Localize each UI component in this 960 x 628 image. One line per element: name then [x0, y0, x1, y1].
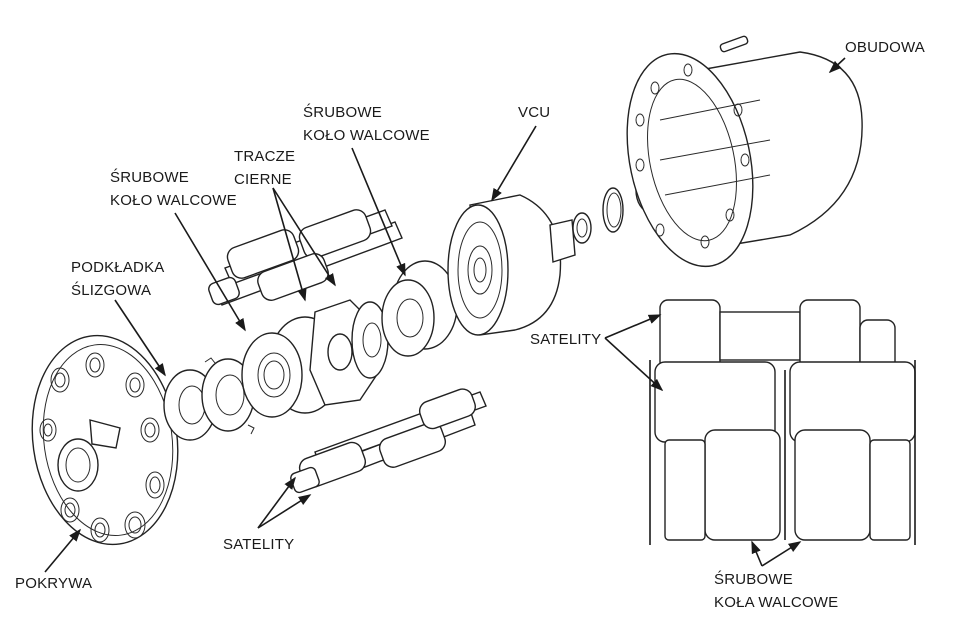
vcu-part [447, 167, 665, 336]
upper-planet-gears-part [208, 209, 403, 306]
label-side-gears-bottom-line1: ŚRUBOWE [714, 571, 793, 588]
label-planet-gears-right: SATELITY [530, 331, 602, 348]
label-cover: POKRYWA [15, 575, 93, 592]
thrust-washer-part [163, 357, 255, 441]
label-thrust-washer-line2: ŚLIZGOWA [71, 282, 152, 299]
label-thrust-washer-line1: PODKŁADKA [71, 259, 165, 276]
label-side-gear-top-line2: KOŁO WALCOWE [303, 127, 430, 144]
label-vcu: VCU [518, 104, 551, 121]
label-side-gear-left-line1: ŚRUBOWE [110, 169, 189, 186]
side-gear-right-part [381, 260, 458, 357]
label-side-gear-top-line1: ŚRUBOWE [303, 104, 382, 121]
housing-part [626, 35, 863, 268]
label-planet-gears-bottom: SATELITY [223, 536, 295, 553]
lower-planet-gears-part [290, 388, 487, 494]
label-side-gear-left-line2: KOŁO WALCOWE [110, 192, 237, 209]
label-side-gears-bottom-line2: KOŁA WALCOWE [714, 594, 839, 611]
gear-train-detail [649, 299, 916, 545]
label-housing: OBUDOWA [845, 39, 926, 56]
leader-lines [44, 57, 846, 573]
label-friction-discs-line2: CIERNE [234, 171, 292, 188]
label-friction-discs-line1: TRACZE [234, 148, 296, 165]
cover-part [31, 334, 179, 546]
friction-discs-part [309, 299, 389, 406]
